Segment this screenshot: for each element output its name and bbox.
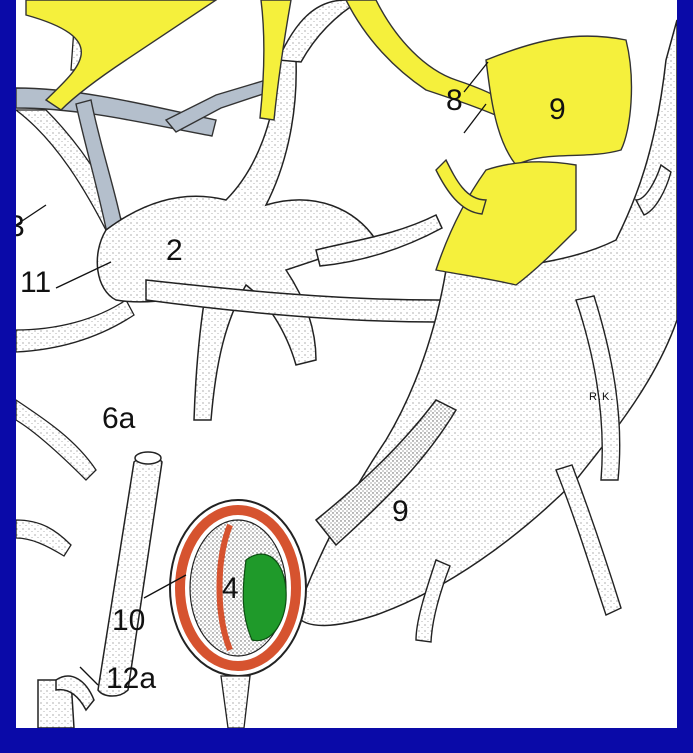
anatomical-plate: 2 4 6a 8 9 9 10 11 12a 3 R.K. [16, 0, 677, 728]
label-4: 4 [222, 574, 239, 604]
label-12a: 12a [106, 664, 156, 694]
artist-signature: R.K. [589, 392, 614, 403]
label-3-cut: 3 [16, 212, 25, 242]
label-9-bottom: 9 [392, 497, 409, 527]
label-9-top: 9 [549, 95, 566, 125]
cross-section [170, 500, 306, 728]
label-11: 11 [20, 268, 51, 298]
label-6a: 6a [102, 404, 135, 434]
label-10: 10 [112, 606, 145, 636]
label-2: 2 [166, 236, 183, 266]
label-8: 8 [446, 86, 463, 116]
